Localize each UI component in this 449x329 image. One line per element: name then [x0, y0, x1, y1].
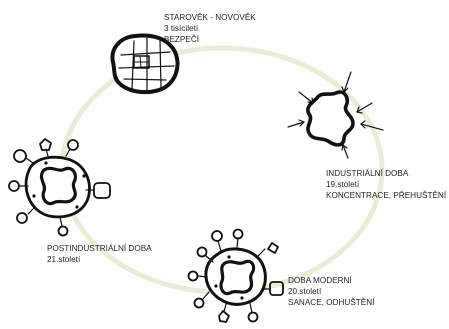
stage-title: POSTINDUSTRIÁLNÍ DOBA	[47, 244, 152, 253]
stage-period: 3 tisíciletí	[164, 24, 199, 33]
stage-postindustrial-label: POSTINDUSTRIÁLNÍ DOBA 21.století	[47, 243, 152, 265]
ancient-city-icon	[110, 33, 180, 95]
stage-title: DOBA MODERNÍ	[288, 276, 352, 285]
industrial-city-icon	[287, 71, 384, 159]
postindustrial-city-icon	[8, 138, 111, 237]
stage-ancient-label: STAROVĚK - NOVOVĚK 3 tisíciletí BEZPEČÍ	[164, 12, 256, 45]
stage-period: 20.století	[288, 287, 322, 296]
stage-industrial-label: INDUSTRIÁLNÍ DOBA 19.století KONCENTRACE…	[326, 168, 446, 201]
stage-note: BEZPEČÍ	[164, 35, 200, 44]
stage-note: KONCENTRACE, PŘEHUŠTĚNÍ	[326, 191, 447, 200]
stage-title: INDUSTRIÁLNÍ DOBA	[326, 169, 409, 178]
stage-modern-label: DOBA MODERNÍ 20.století SANACE, ODHUŠTĚN…	[288, 275, 374, 308]
stage-title: STAROVĚK - NOVOVĚK	[164, 13, 256, 22]
stage-period: 19.století	[326, 180, 360, 189]
stage-period: 21.století	[47, 255, 81, 264]
stage-note: SANACE, ODHUŠTĚNÍ	[288, 298, 375, 307]
modern-city-icon	[187, 228, 284, 323]
